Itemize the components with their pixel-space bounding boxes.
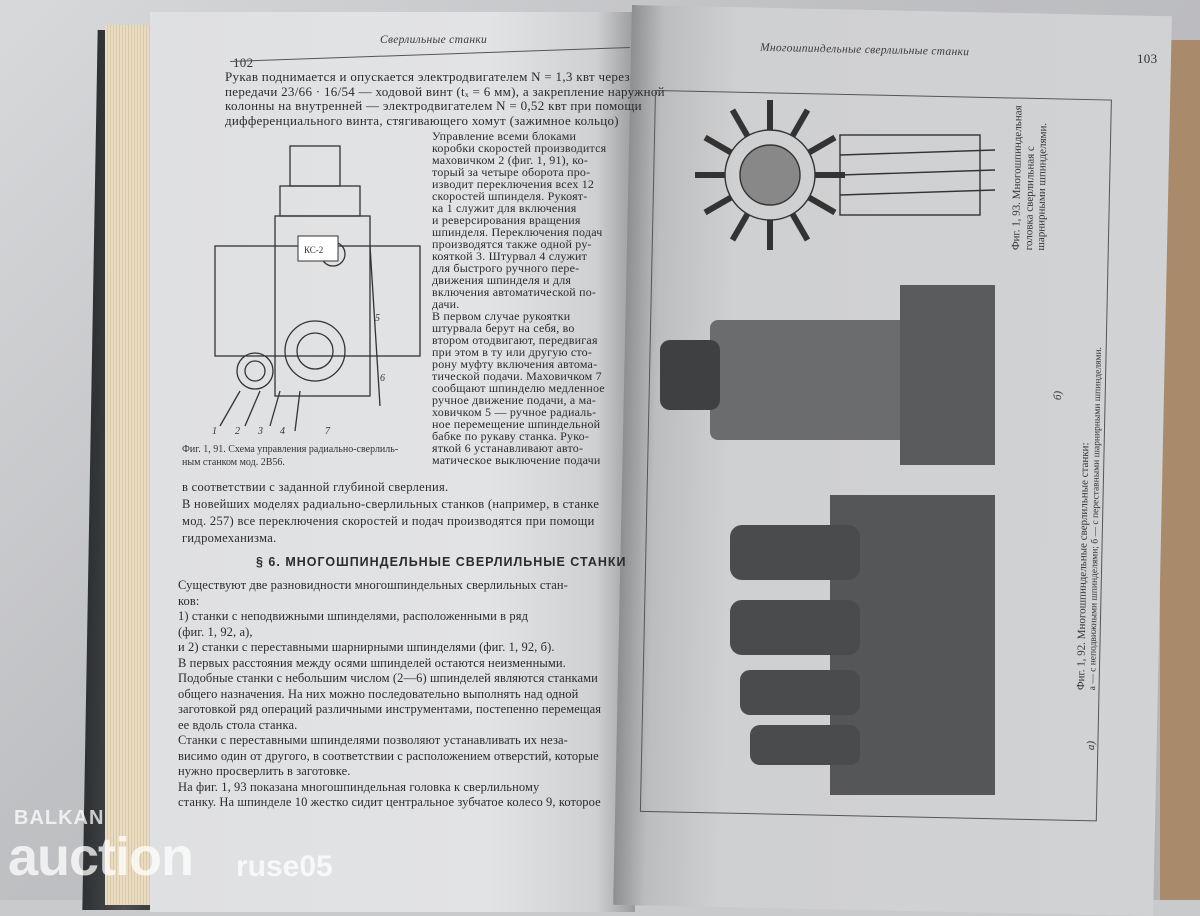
- watermark-balkan: BALKAN: [14, 807, 105, 829]
- text-line: коробки скоростей производится: [432, 141, 607, 155]
- text-line: торый за четыре оборота про-: [432, 165, 591, 179]
- label-a: а): [1085, 740, 1098, 751]
- text-line: колонны на внутренней — электродвигателе…: [225, 98, 642, 113]
- text-line: ховичком 5 — ручное радиаль-: [432, 405, 597, 419]
- text-line: тической подачи. Маховичком 7: [432, 369, 602, 383]
- spindle-spoke: [729, 212, 751, 242]
- text-line: В новейших моделях радиально-сверлильных…: [182, 497, 600, 511]
- text-line: передачи 23/66 · 16/54 — ходовой винт (t…: [225, 83, 665, 99]
- text-line: в соответствии с заданной глубиной сверл…: [182, 480, 449, 494]
- text-line: висимо один от другого, в соответствии с…: [178, 748, 599, 763]
- text-line: скоростей шпинделя. Рукоят-: [432, 189, 588, 203]
- text-line: нужно просверлить в заготовке.: [178, 764, 351, 778]
- text-line: ка 1 служит для включения: [432, 201, 577, 215]
- text-line: общего назначения. На них можно последов…: [178, 686, 579, 701]
- watermark-auction: auction: [8, 827, 194, 887]
- left-running-head: Сверлильные станки: [380, 34, 488, 46]
- text-line: при этом в ту или другую сто-: [432, 345, 593, 359]
- text-line: мод. 257) все переключения скоростей и п…: [182, 514, 595, 528]
- spindle-spoke: [703, 194, 733, 216]
- text-line: движения шпинделя и для: [432, 273, 572, 287]
- figure-93-multispindle-head: [695, 100, 996, 250]
- text-line: заготовкой ряд операций различными инстр…: [178, 702, 602, 716]
- text-line: (фиг. 1, 92, а),: [178, 624, 253, 639]
- text-line: В первых расстояния между осями шпинделе…: [178, 655, 566, 670]
- text-line: дифференциального винта, стягивающего хо…: [225, 112, 619, 128]
- text-line: ное перемещение шпиндельной: [432, 417, 601, 431]
- figure-plate-label: КС-2: [304, 245, 323, 255]
- watermark-ruse: ruse05: [236, 850, 333, 883]
- left-page-number: 102: [233, 55, 254, 70]
- text-line: Рукав поднимается и опускается электродв…: [225, 69, 630, 84]
- text-line: кояткой 3. Штурвал 4 служит: [432, 249, 588, 263]
- text-line: изводит переключения всех 12: [432, 177, 595, 191]
- right-page-number: 103: [1137, 51, 1158, 66]
- text-line: рону муфту включения автома-: [432, 357, 598, 371]
- caption-line: ным станком мод. 2В56.: [182, 457, 285, 468]
- figure-label: 1: [212, 426, 217, 437]
- text-line: Подобные станки с небольшим числом (2—6)…: [178, 671, 598, 685]
- text-line: гидромеханизма.: [182, 531, 277, 545]
- text-line: яткой 6 устанавливают авто-: [432, 441, 584, 455]
- figure-label: 5: [375, 313, 380, 324]
- spindle-spoke: [807, 134, 837, 156]
- text-line: Станки с переставными шпинделями позволя…: [178, 733, 568, 747]
- text-line: и 2) станки с переставными шарнирными шп…: [178, 640, 555, 654]
- figure-93-caption: Фиг. 1, 93. Многошпиндельная головка све…: [1010, 105, 1050, 251]
- text-line: маховичком 2 (фиг. 1, 91), ко-: [432, 153, 589, 167]
- text-line: ручное движение подачи, а ма-: [432, 393, 597, 407]
- figure-label: 2: [235, 426, 240, 437]
- text-line: Управление всеми блоками: [432, 129, 577, 143]
- text-line: станку. На шпинделе 10 жестко сидит цент…: [178, 795, 601, 809]
- figure-label: 3: [257, 426, 263, 437]
- text-line: штурвала берут на себя, во: [432, 321, 575, 335]
- spindle-spoke: [789, 212, 811, 242]
- section-heading: § 6. МНОГОШПИНДЕЛЬНЫЕ СВЕРЛИЛЬНЫЕ СТАНКИ: [256, 555, 627, 569]
- spindle-spoke: [729, 108, 751, 138]
- label-b: б): [1052, 390, 1065, 401]
- spindle-spoke: [789, 108, 811, 138]
- figure-92-93-illustrations: [660, 100, 996, 795]
- text-line: производятся также одной ру-: [432, 237, 592, 251]
- text-line: дачи.: [432, 297, 460, 311]
- text-line: 1) станки с неподвижными шпинделями, рас…: [178, 609, 529, 623]
- text-line: втором отодвигают, передвигая: [432, 333, 598, 347]
- text-line: Существуют две разновидности многошпинде…: [178, 578, 568, 592]
- text-line: включения автоматической по-: [432, 285, 597, 299]
- figure-92a-machine: [730, 495, 995, 795]
- figure-label: 7: [325, 426, 331, 437]
- text-line: ее вдоль стола станка.: [178, 717, 298, 732]
- text-line: ков:: [178, 593, 200, 608]
- caption-line: Фиг. 1, 91. Схема управления радиально-с…: [182, 444, 399, 455]
- text-line: На фиг. 1, 93 показана многошпиндельная …: [178, 779, 540, 794]
- text-line: для быстрого ручного пере-: [432, 261, 580, 275]
- spindle-spoke: [807, 194, 837, 216]
- text-line: бабке по рукаву станка. Руко-: [432, 429, 590, 443]
- figure-label: 6: [380, 373, 385, 384]
- figure-92b-machine: [660, 285, 995, 465]
- text-line: шпинделя. Переключения подач: [432, 225, 603, 239]
- figure-91-drilling-machine: КС-2 1 2 3 4 5 6 7: [212, 145, 421, 437]
- text-line: В первом случае рукоятки: [432, 309, 571, 323]
- text-line: матическое выключение подачи: [432, 453, 601, 467]
- text-line: и реверсирования вращения: [432, 213, 581, 227]
- spindle-spoke: [703, 134, 733, 156]
- left-page: [150, 12, 635, 912]
- figure-label: 4: [280, 426, 285, 437]
- text-line: сообщают шпинделю медленное: [432, 381, 605, 395]
